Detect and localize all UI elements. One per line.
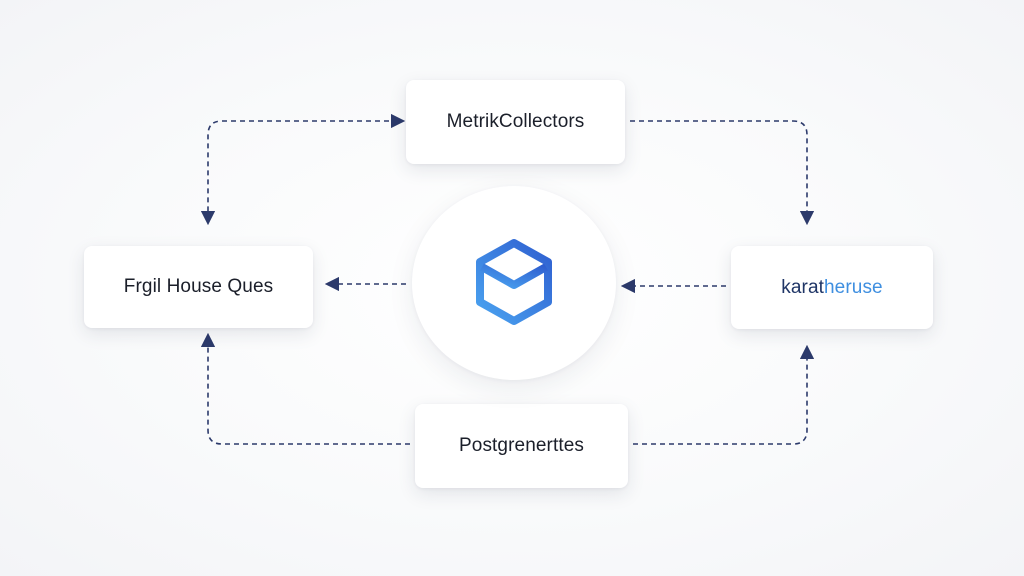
node-label: MetrikCollectors: [446, 111, 585, 132]
node-metrik-collectors[interactable]: MetrikCollectors: [406, 80, 625, 164]
connector-top-to-right: [630, 120, 815, 226]
node-postgrenerttes[interactable]: Postgrenerttes: [415, 404, 628, 488]
node-frgil-house-ques[interactable]: Frgil House Ques: [84, 246, 313, 328]
node-label: Frgil House Ques: [123, 276, 274, 297]
connector-bottom-to-right: [633, 344, 815, 445]
connector-top-to-left: [200, 113, 406, 226]
hexagon-logo-icon: [476, 239, 552, 325]
node-label: karatheruse: [781, 277, 882, 299]
node-label-part-b: heruse: [824, 276, 883, 298]
node-label: Postgrenerttes: [459, 435, 584, 456]
node-karatheruse[interactable]: karatheruse: [731, 246, 933, 329]
central-hub[interactable]: [412, 186, 616, 380]
connector-bottom-to-left: [200, 332, 410, 445]
node-label-part-a: karat: [781, 276, 825, 298]
